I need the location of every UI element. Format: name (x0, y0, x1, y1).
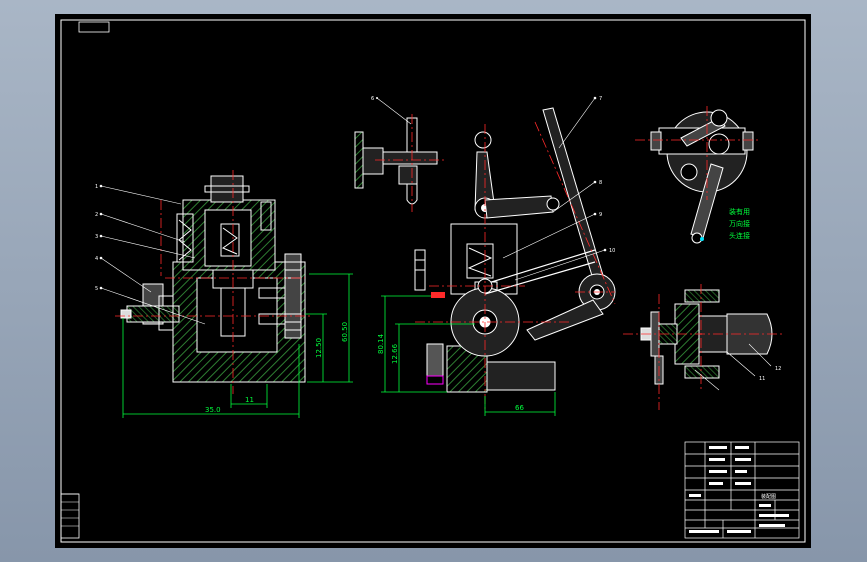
joint-detail-view (623, 284, 785, 410)
top-view (635, 106, 761, 244)
front-section-view (99, 170, 311, 394)
side-view-dimensions (381, 295, 556, 416)
annotation-line-2: 万向接 (729, 219, 750, 228)
part-number-label: 7 (599, 96, 602, 102)
dim-side-width: 66 (515, 404, 524, 412)
part-number-label: 1 (95, 184, 98, 190)
part-number-label: 2 (95, 212, 98, 218)
title-block (684, 441, 800, 539)
dim-front-bore-width: 11 (245, 396, 254, 404)
part-number-label: 4 (95, 256, 98, 262)
part-number-label: 3 (95, 234, 98, 240)
dim-front-height-inner: 12.50 (315, 338, 323, 358)
part-number-label: 11 (759, 376, 765, 382)
part-number-label: 6 (371, 96, 374, 102)
part-number-label: 8 (599, 180, 602, 186)
part-number-label: 5 (95, 286, 98, 292)
front-view-dimension-labels: 35.0 11 60.50 12.50 (205, 322, 349, 414)
dim-front-total-width: 35.0 (205, 406, 221, 414)
dim-side-height-outer: 80.14 (377, 333, 385, 354)
annotation-line-1: 装有用 (729, 207, 750, 216)
cad-viewport[interactable]: 35.0 11 60.50 12.50 (55, 14, 811, 548)
side-view (414, 96, 616, 412)
assembly-drawing: 35.0 11 60.50 12.50 (60, 19, 806, 543)
dim-front-height-outer: 60.50 (341, 322, 349, 342)
part-number-label: 9 (599, 212, 602, 218)
annotation-line-3: 头连接 (729, 231, 750, 240)
drawing-frame (60, 19, 806, 543)
part-number-label: 12 (775, 366, 781, 372)
front-view-dimensions (122, 273, 353, 418)
top-view-annotation: 装有用 万向接 头连接 (729, 207, 750, 240)
title-block-fills (689, 446, 789, 533)
title-block-drawing-title: 装配图 (761, 493, 776, 500)
part-number-label: 10 (609, 248, 615, 254)
dim-side-height-inner: 12.66 (391, 343, 399, 364)
side-view-dimension-labels: 80.14 12.66 66 (377, 333, 524, 412)
wall-bracket-detail (354, 97, 447, 212)
